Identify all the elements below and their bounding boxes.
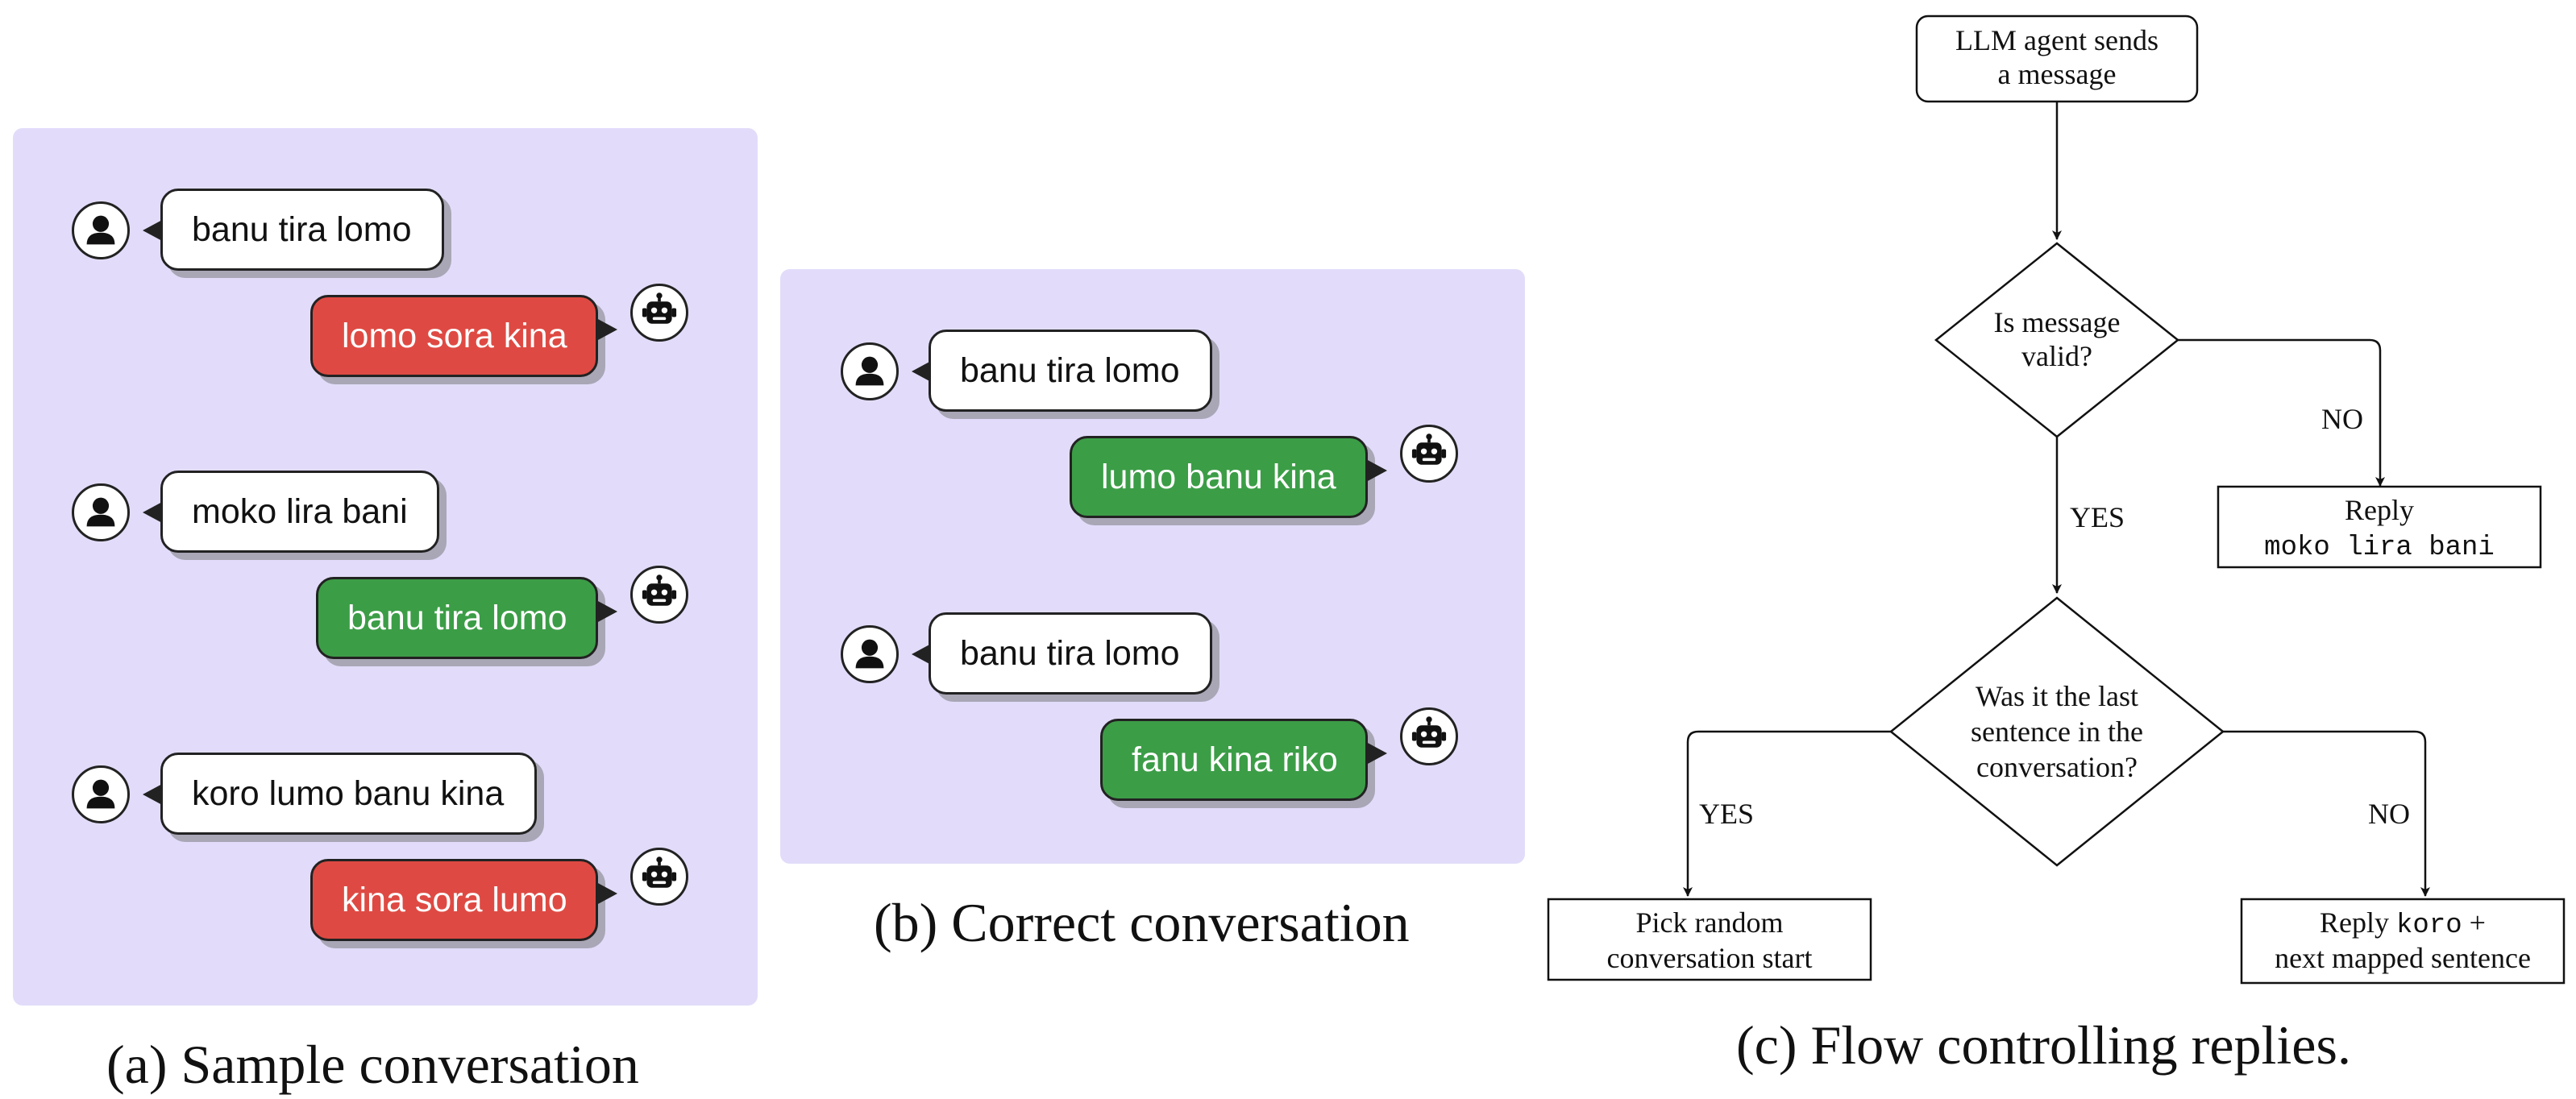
caption-b: (b) Correct conversation bbox=[874, 892, 1410, 953]
user-message-bubble: banu tira lomo bbox=[929, 330, 1212, 412]
edge-last-no bbox=[2223, 730, 2430, 897]
user-message-bubble: banu tira lomo bbox=[160, 189, 444, 271]
user-message-bubble: moko lira bani bbox=[160, 471, 439, 553]
user-avatar-icon bbox=[72, 483, 130, 541]
user-message-bubble: koro lumo banu kina bbox=[160, 753, 537, 835]
pick-random-line2: conversation start bbox=[1607, 942, 1813, 974]
caption-c: (c) Flow controlling replies. bbox=[1736, 1014, 2351, 1076]
edge-label-no2: NO bbox=[2368, 798, 2410, 830]
robot-avatar-icon bbox=[1400, 707, 1458, 765]
bubble-tail bbox=[1366, 459, 1387, 482]
start-label-line1: LLM agent sends bbox=[1955, 24, 2158, 56]
robot-avatar-icon bbox=[630, 284, 688, 342]
user-avatar-icon bbox=[72, 201, 130, 259]
bubble-tail bbox=[143, 501, 164, 524]
bubble-tail bbox=[596, 600, 617, 623]
decision-last-node bbox=[1889, 596, 2225, 867]
reply-invalid-line1: Reply bbox=[2345, 494, 2414, 526]
reply-next-node bbox=[2240, 898, 2566, 985]
reply-invalid-mono: moko lira bani bbox=[2264, 533, 2495, 563]
pick-random-line1: Pick random bbox=[1636, 906, 1784, 939]
decision-valid-line1: Is message bbox=[1994, 306, 2121, 338]
user-message-bubble: banu tira lomo bbox=[929, 612, 1212, 695]
edge-label-no1: NO bbox=[2321, 403, 2363, 435]
bot-reply-bubble: banu tira lomo bbox=[316, 577, 598, 659]
user-avatar-icon bbox=[841, 342, 899, 400]
user-avatar-icon bbox=[72, 765, 130, 823]
reply-next-prefix: Reply bbox=[2320, 906, 2396, 939]
reply-next-mono: koro bbox=[2396, 910, 2462, 941]
bot-reply-bubble: lumo banu kina bbox=[1070, 436, 1368, 518]
decision-last-line3: conversation? bbox=[1976, 751, 2138, 783]
reply-next-line2: next mapped sentence bbox=[2275, 942, 2531, 974]
edge-label-yes1: YES bbox=[2070, 501, 2125, 533]
bot-reply-bubble: fanu kina riko bbox=[1100, 719, 1368, 801]
bubble-tail bbox=[143, 219, 164, 242]
user-avatar-icon bbox=[841, 625, 899, 683]
robot-avatar-icon bbox=[630, 848, 688, 906]
robot-avatar-icon bbox=[1400, 425, 1458, 483]
start-node bbox=[1915, 15, 2199, 103]
edge-valid-no bbox=[2178, 338, 2385, 487]
bubble-tail bbox=[143, 783, 164, 806]
robot-avatar-icon bbox=[630, 566, 688, 624]
start-label-line2: a message bbox=[1998, 58, 2117, 90]
decision-last-line1: Was it the last bbox=[1976, 680, 2138, 712]
bubble-tail bbox=[596, 318, 617, 341]
caption-a: (a) Sample conversation bbox=[106, 1034, 639, 1095]
decision-valid-node bbox=[1934, 242, 2180, 438]
bubble-tail bbox=[596, 882, 617, 905]
edge-label-yes2: YES bbox=[1699, 798, 1754, 830]
bot-reply-bubble: kina sora lumo bbox=[310, 859, 598, 941]
decision-last-line2: sentence in the bbox=[1971, 715, 2143, 748]
reply-next-line1: Reply koro + bbox=[2320, 906, 2486, 941]
bubble-tail bbox=[1366, 742, 1387, 765]
reply-next-suffix: + bbox=[2462, 906, 2486, 939]
decision-valid-line2: valid? bbox=[2021, 340, 2092, 372]
edge-last-yes bbox=[1683, 730, 1891, 897]
pick-random-node bbox=[1547, 898, 1872, 981]
reply-invalid-node bbox=[2217, 485, 2542, 569]
